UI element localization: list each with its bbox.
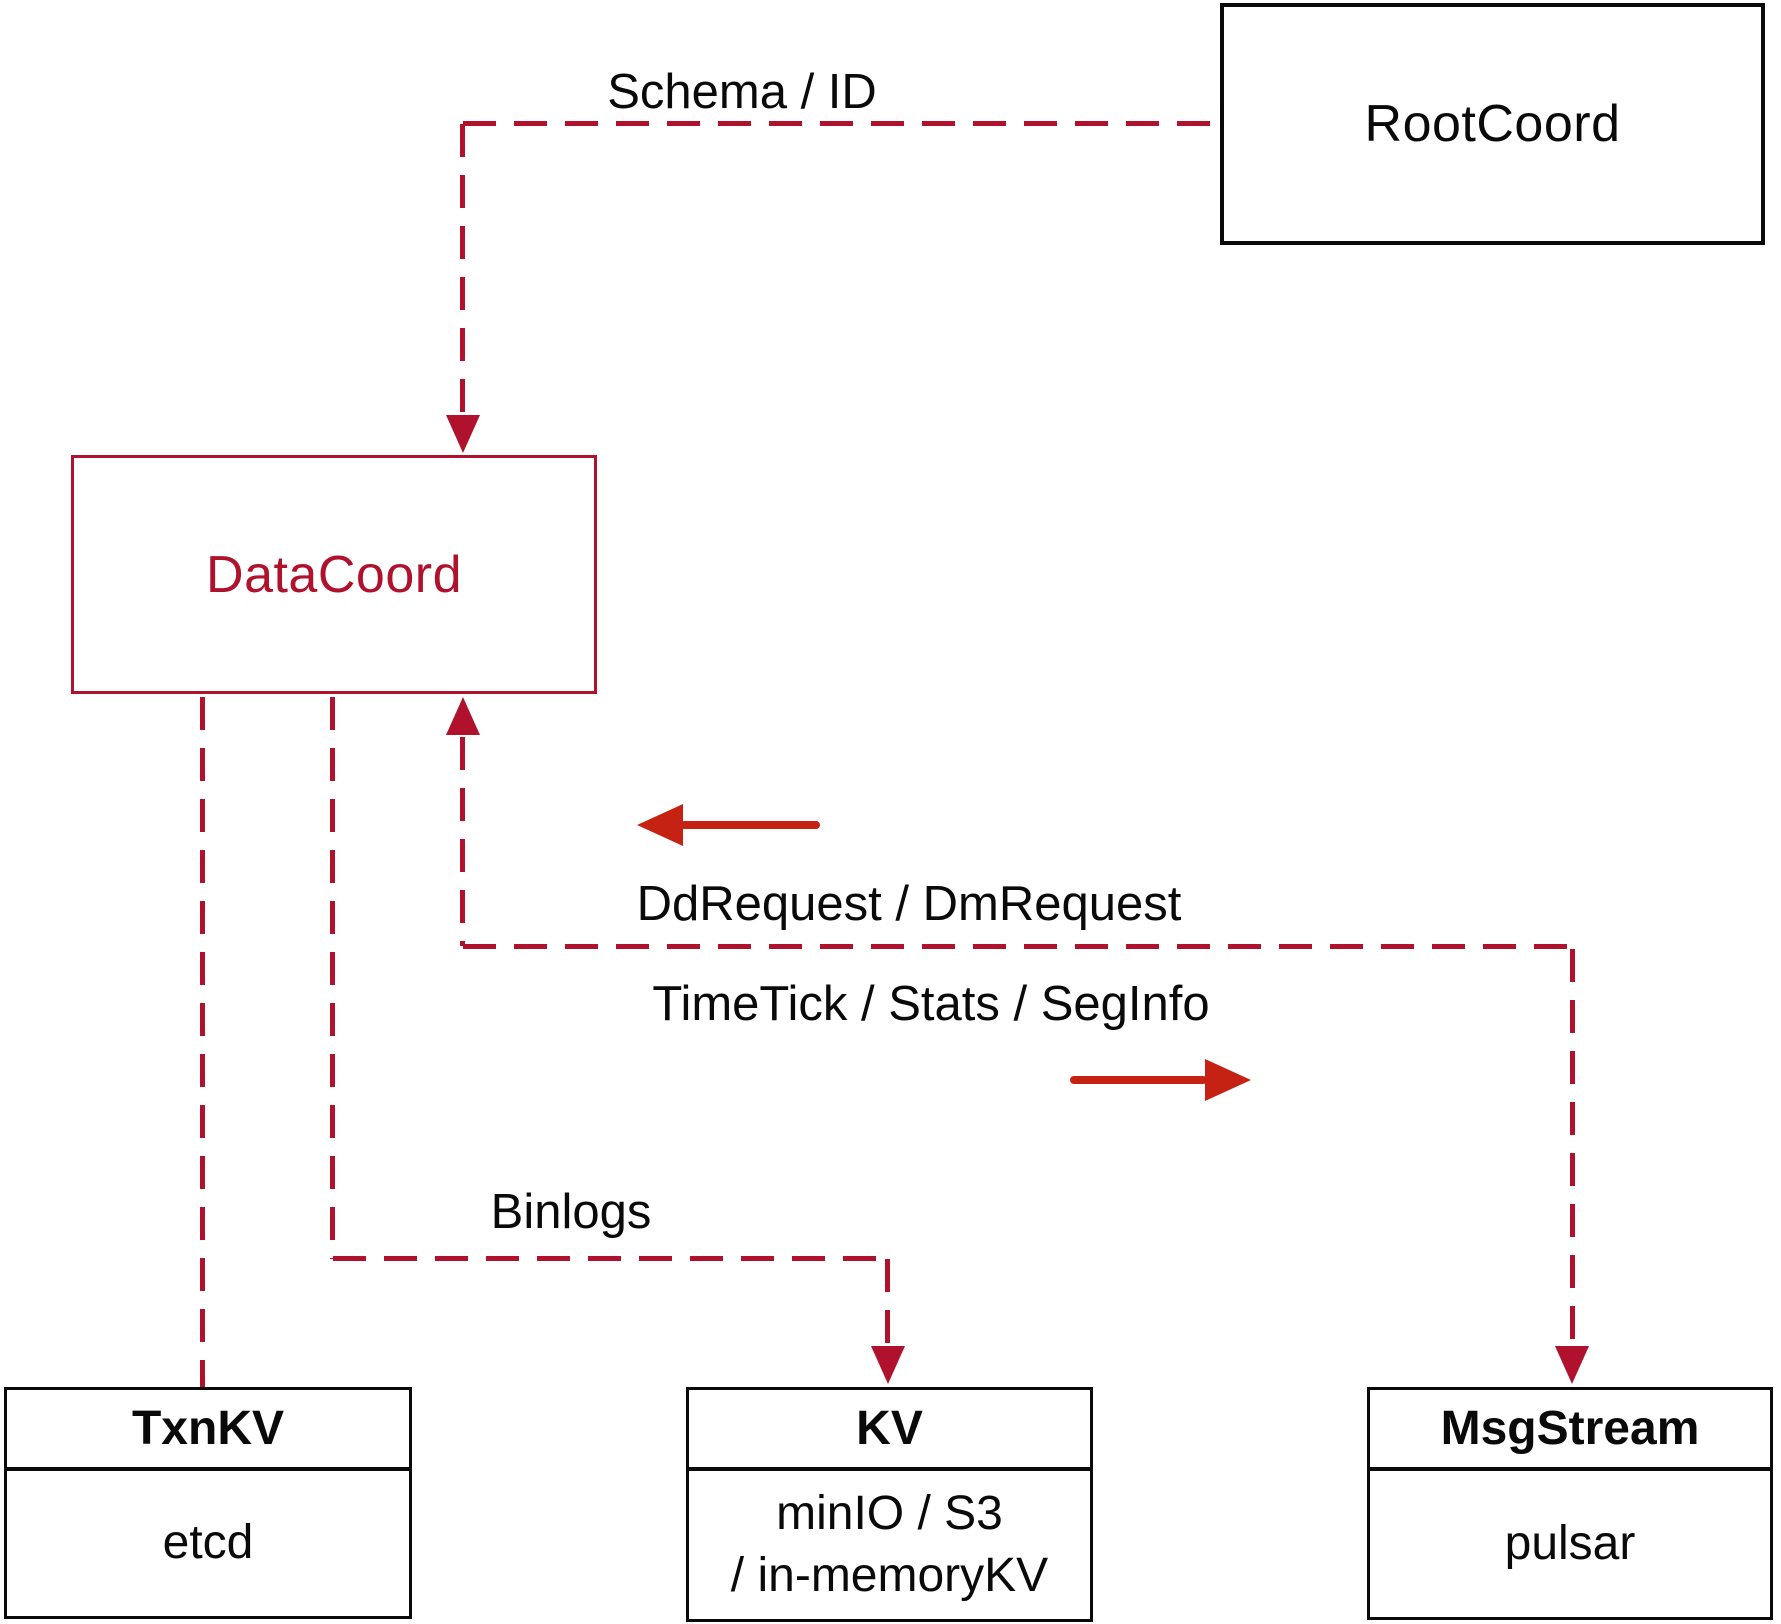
txnkv-header: TxnKV (7, 1390, 409, 1471)
right-arrow-shaft (1070, 1076, 1207, 1084)
ddrequest-horizontal-line (463, 944, 1575, 949)
binlogs-horizontal-line (333, 1256, 888, 1261)
left-arrow-shaft (680, 821, 820, 829)
msgstream-vertical-line (1570, 949, 1575, 1343)
kv-vertical-line (885, 1259, 890, 1346)
kv-header: KV (689, 1390, 1090, 1471)
binlogs-vertical-line (330, 697, 335, 1259)
msgstream-header: MsgStream (1370, 1390, 1770, 1471)
node-datacoord: DataCoord (71, 455, 597, 694)
txnkv-body-text: etcd (162, 1516, 254, 1570)
arrow-left-icon (637, 804, 683, 846)
node-txnkv: TxnKV etcd (4, 1387, 412, 1619)
arrow-down-icon (1555, 1346, 1589, 1384)
arrow-down-icon (871, 1346, 905, 1384)
schema-id-vertical-line (460, 124, 465, 417)
kv-body-line2: / in-memoryKV (730, 1549, 1049, 1602)
edge-label-schema-id: Schema / ID (607, 65, 877, 119)
kv-body: minIO / S3 / in-memoryKV (689, 1471, 1090, 1619)
edge-label-binlogs: Binlogs (490, 1185, 652, 1239)
rootcoord-label: RootCoord (1364, 95, 1621, 153)
node-msgstream: MsgStream pulsar (1367, 1387, 1773, 1620)
node-rootcoord: RootCoord (1220, 3, 1765, 245)
msgstream-body: pulsar (1370, 1471, 1770, 1617)
arrow-down-icon (446, 415, 480, 453)
ddrequest-vertical-line (460, 737, 465, 946)
kv-title: KV (856, 1402, 923, 1455)
txnkv-title: TxnKV (131, 1402, 284, 1455)
arrow-right-icon (1205, 1059, 1251, 1101)
schema-id-horizontal-line (463, 121, 1220, 126)
txnkv-vertical-line (200, 697, 205, 1387)
msgstream-body-text: pulsar (1504, 1516, 1636, 1570)
arrow-up-icon (446, 697, 480, 735)
datacoord-label: DataCoord (206, 545, 462, 604)
node-kv: KV minIO / S3 / in-memoryKV (686, 1387, 1093, 1622)
edge-label-timetick: TimeTick / Stats / SegInfo (652, 977, 1210, 1031)
msgstream-title: MsgStream (1440, 1402, 1700, 1455)
kv-body-line1: minIO / S3 (776, 1486, 1003, 1540)
edge-label-ddrequest: DdRequest / DmRequest (636, 877, 1182, 931)
txnkv-body: etcd (7, 1471, 409, 1616)
